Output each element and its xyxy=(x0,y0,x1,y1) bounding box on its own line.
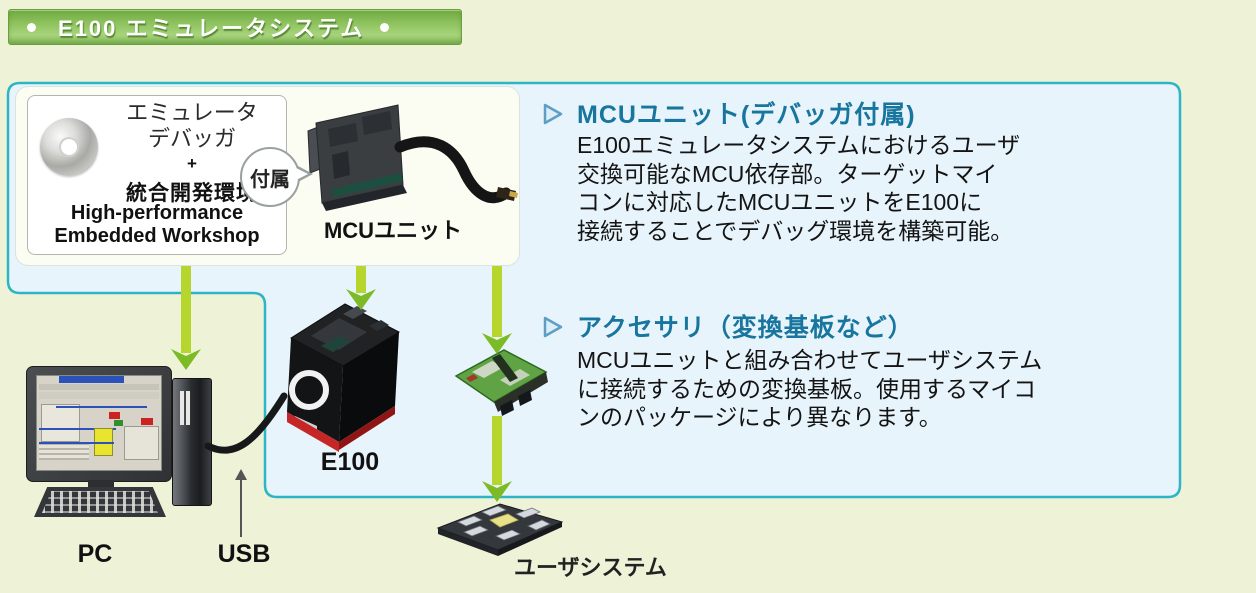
user-system-image xyxy=(436,503,564,556)
arrow-to-adapter xyxy=(482,266,512,354)
section-2-heading: アクセサリ（変換基板など） xyxy=(577,314,914,342)
usb-label: USB xyxy=(217,540,271,568)
usb-pointer-line xyxy=(240,479,242,537)
pc-monitor xyxy=(26,366,172,482)
arrow-software-to-pc xyxy=(171,266,201,370)
e100-label: E100 xyxy=(320,448,380,476)
banner-bullet-left-icon xyxy=(27,22,36,32)
section-2-body: MCUユニットと組み合わせてユーザシステム に接続するための変換基板。使用するマ… xyxy=(577,347,1043,430)
screen-detail xyxy=(39,442,114,444)
triangle-right-icon xyxy=(543,103,563,125)
software-line-2: デバッガ xyxy=(147,126,236,151)
screen-detail xyxy=(141,418,154,425)
pc-tower xyxy=(172,378,212,506)
e100-emulator-image xyxy=(287,303,401,452)
section-1-heading: MCUユニット(デバッガ付属) xyxy=(577,101,916,129)
bundled-badge: 付属 xyxy=(240,147,313,207)
software-line-1: エミュレータ xyxy=(126,100,258,125)
triangle-right-icon xyxy=(543,316,563,338)
screen-detail xyxy=(39,392,159,399)
usb-pointer-arrowhead xyxy=(235,469,247,480)
screen-detail xyxy=(108,412,120,419)
section-title-banner: E100 エミュレータシステム xyxy=(8,9,462,45)
screen-detail xyxy=(55,406,148,408)
screen-detail xyxy=(123,426,160,460)
usb-cable xyxy=(204,392,288,454)
plus-sign: + xyxy=(187,154,197,173)
hew-line-2: Embedded Workshop xyxy=(54,225,260,247)
section-1-body: E100エミュレータシステムにおけるユーザ 交換可能なMCU依存部。ターゲットマ… xyxy=(577,132,1021,244)
software-text-block: エミュレータ デバッガ + 統合開発環境 xyxy=(104,100,280,207)
screen-detail xyxy=(39,444,90,460)
screen-detail xyxy=(59,376,124,383)
mcu-unit-label: MCUユニット xyxy=(323,218,463,243)
hew-product-name: High-performance Embedded Workshop xyxy=(28,202,286,248)
arrow-adapter-to-user-system xyxy=(482,416,512,502)
pc-label: PC xyxy=(77,540,113,568)
ide-label: 統合開発環境 xyxy=(126,182,258,205)
screen-detail xyxy=(113,420,123,426)
banner-bullet-right-icon xyxy=(380,22,390,32)
page-title: E100 エミュレータシステム xyxy=(58,16,365,41)
cd-disc-icon xyxy=(40,118,98,176)
screen-detail xyxy=(40,404,80,442)
hew-line-1: High-performance xyxy=(70,202,244,224)
bundled-badge-label: 付属 xyxy=(250,168,290,191)
arrow-mcu-to-e100 xyxy=(346,266,376,310)
screen-detail xyxy=(39,428,117,430)
bundled-items-box: エミュレータ デバッガ + 統合開発環境 High-performance Em… xyxy=(16,87,519,265)
monitor-stand xyxy=(88,480,114,488)
mcu-unit-image xyxy=(307,104,518,211)
user-system-label: ユーザシステム xyxy=(514,555,667,580)
adapter-board-image xyxy=(454,349,548,416)
drive-slot xyxy=(186,391,190,425)
keyboard xyxy=(34,487,166,517)
drive-slot xyxy=(180,391,184,425)
screen-detail xyxy=(39,384,159,390)
hew-debugger-screenshot xyxy=(36,375,162,471)
